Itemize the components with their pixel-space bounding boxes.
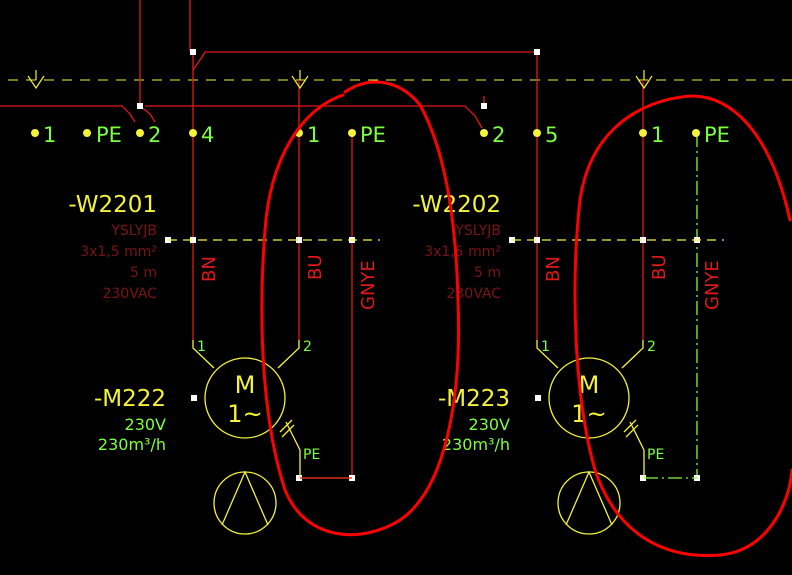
terminal-point	[692, 129, 700, 137]
motor-pe-label: PE	[303, 447, 320, 463]
terminal-label: 1	[651, 123, 664, 147]
cable-w2202-labels: -W2202 YSLYJB 3x1,5 mm² 5 m 230VAC BN BU…	[412, 192, 723, 310]
terminal-point	[31, 129, 39, 137]
terminal-labels: 1 PE 2 4 1 PE 2 5 1 PE	[43, 123, 730, 147]
core-label-bn: BN	[199, 256, 220, 282]
terminal-label: PE	[704, 123, 730, 147]
motor-pin-1: 1	[197, 339, 206, 355]
terminal-label: 2	[492, 123, 505, 147]
terminal-point	[480, 129, 488, 137]
cable-w2201-labels: -W2201 YSLYJB 3x1,5 mm² 5 m 230VAC BN BU…	[68, 192, 379, 310]
motor-m223: M 1~ 1 2 PE -M223 230V 230m³/h	[438, 339, 697, 535]
core-label-bu: BU	[649, 254, 670, 280]
motor-tag: -M222	[94, 386, 166, 412]
motor-pin-2: 2	[303, 339, 312, 355]
cable-cross-section: 3x1,5 mm²	[80, 244, 157, 260]
terminal-label: PE	[360, 123, 386, 147]
cable-voltage: 230VAC	[446, 286, 501, 302]
core-label-bn: BN	[543, 256, 564, 282]
terminal-ticks	[27, 70, 653, 90]
cable-cross-section: 3x1,5 mm²	[424, 244, 501, 260]
annotation-loop-left	[260, 80, 461, 537]
cable-length: 5 m	[474, 265, 501, 281]
terminal-point	[639, 129, 647, 137]
motor-flow: 230m³/h	[442, 435, 510, 454]
annotation-loop-right	[573, 94, 792, 558]
core-label-gnye: GNYE	[702, 260, 723, 310]
motor-symbol-letter: M	[579, 371, 600, 399]
terminal-point	[136, 129, 144, 137]
core-label-gnye: GNYE	[358, 260, 379, 310]
motor-flow: 230m³/h	[98, 435, 166, 454]
terminal-label: 5	[545, 123, 558, 147]
junction-nodes	[137, 49, 700, 481]
motor-pin-2: 2	[647, 339, 656, 355]
motor-voltage: 230V	[469, 415, 511, 434]
terminal-points	[31, 129, 700, 137]
cable-length: 5 m	[130, 265, 157, 281]
cable-type: YSLYJB	[110, 223, 157, 239]
motor-pe-label: PE	[647, 447, 664, 463]
motor-symbol-phase: 1~	[571, 400, 606, 428]
terminal-label: PE	[96, 123, 122, 147]
terminal-point	[189, 129, 197, 137]
motor-tag: -M223	[438, 386, 510, 412]
motor-voltage: 230V	[125, 415, 167, 434]
cable-tag: -W2201	[68, 192, 157, 218]
terminal-point	[348, 129, 356, 137]
terminal-label: 1	[43, 123, 56, 147]
top-wiring	[0, 0, 644, 478]
cable-type: YSLYJB	[454, 223, 501, 239]
cable-tag: -W2202	[412, 192, 501, 218]
motor-symbol-letter: M	[235, 371, 256, 399]
terminal-point	[83, 129, 91, 137]
motor-m222: M 1~ 1 2 PE -M222 230V 230m³/h	[94, 339, 352, 535]
motor-pin-1: 1	[541, 339, 550, 355]
motor-symbol-phase: 1~	[227, 400, 262, 428]
terminal-label: 2	[148, 123, 161, 147]
cable-voltage: 230VAC	[102, 286, 157, 302]
core-label-bu: BU	[305, 254, 326, 280]
terminal-point	[533, 129, 541, 137]
terminal-label: 4	[201, 123, 214, 147]
terminal-label: 1	[307, 123, 320, 147]
